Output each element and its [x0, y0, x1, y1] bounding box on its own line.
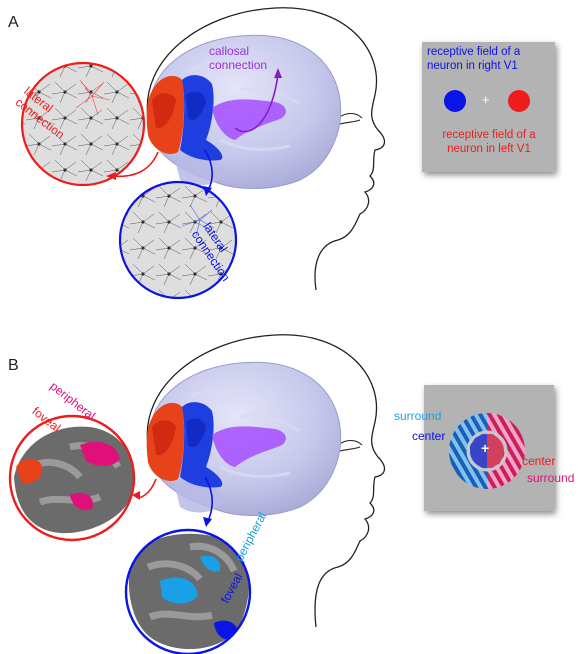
corpus-callosum: [212, 99, 286, 140]
center-label-right: center: [522, 454, 556, 468]
red-arrow: [111, 151, 159, 178]
head-diagram-a: [20, 7, 386, 300]
receptive-field-legend: receptive field of a neuron in right V1 …: [422, 42, 555, 172]
surround-label-left: surround: [394, 409, 442, 423]
left-neuron-circle: [20, 61, 146, 187]
callosal-arrow: [234, 73, 279, 133]
blue-neuron: [181, 204, 215, 237]
left-v1-caption: receptive field of a neuron in left V1: [442, 129, 536, 155]
head-outline: [146, 334, 386, 628]
right-neuron-circle: [118, 180, 238, 300]
surround-label-right: surround: [527, 471, 575, 485]
right-v1-caption: receptive field of a neuron in right V1: [427, 46, 521, 72]
right-flatmap-circle: [124, 528, 252, 654]
panel-letter: B: [8, 357, 19, 374]
red-neuron: [75, 79, 111, 116]
center-patch-right: [487, 434, 504, 468]
peripheral-region-right: [160, 555, 221, 604]
center-surround-stimulus: [449, 413, 525, 489]
head-outline: [146, 7, 386, 291]
panel-a: A: [8, 7, 555, 300]
panel-letter: A: [8, 14, 19, 31]
callosal-label: callosal connection: [209, 44, 268, 72]
blue-arrow: [204, 149, 213, 191]
eye-outline: [337, 112, 363, 125]
center-patch-left: [470, 434, 487, 468]
center-label-left: center: [412, 429, 446, 443]
peripheral-region-left: [70, 441, 120, 511]
panel-b: B: [0, 327, 578, 654]
head-diagram-b: [8, 334, 386, 654]
eye-outline: [337, 439, 363, 452]
foveal-region-left: [16, 458, 43, 484]
fixation-cross: +: [481, 440, 490, 456]
blue-arrow: [204, 476, 213, 522]
corpus-callosum: [212, 426, 286, 467]
right-v1-receptive-field-dot: [444, 90, 466, 112]
fixation-cross: +: [482, 92, 490, 107]
left-flatmap-circle: [8, 414, 136, 542]
center-surround-stimulus-box: +: [424, 385, 554, 511]
left-v1-receptive-field-dot: [508, 90, 530, 112]
